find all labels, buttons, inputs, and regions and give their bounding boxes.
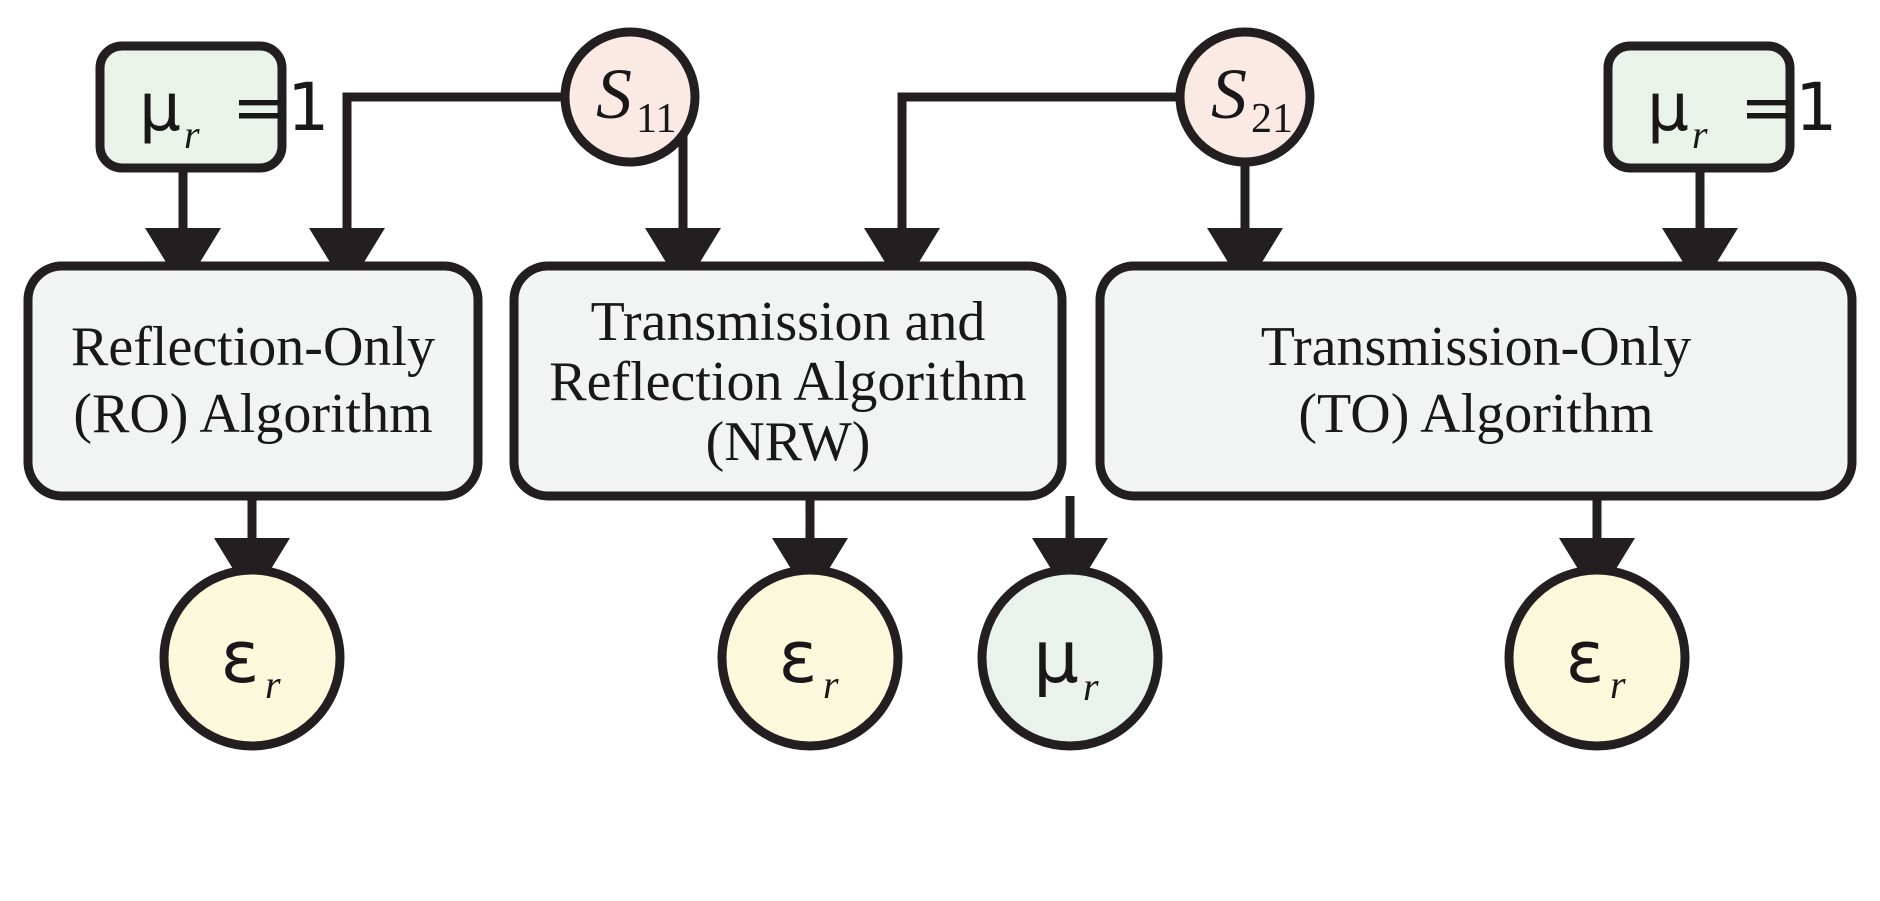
- mu-nrw-symbol: μ: [1033, 615, 1079, 699]
- ro-box[interactable]: [23, 261, 483, 501]
- mu-right-symbol: μ: [1647, 69, 1689, 146]
- eps-ro-symbol: ε: [221, 615, 260, 699]
- mu-left-box[interactable]: [95, 41, 287, 173]
- mu-right-box[interactable]: [1603, 41, 1795, 173]
- ro-line-2: (RO) Algorithm: [73, 383, 432, 445]
- mu-nrw-subscript: r: [1083, 664, 1099, 709]
- eps-nrw-subscript: r: [823, 662, 839, 707]
- s11-symbol: S: [596, 54, 632, 134]
- node-mu-r-output-nrw[interactable]: μ r: [977, 565, 1163, 751]
- node-epsilon-r-output-ro[interactable]: ε r: [159, 565, 345, 751]
- node-mu-r-equals-one-left[interactable]: μ r =1: [95, 41, 329, 173]
- connector-nrw-to-epsilon: [772, 496, 848, 600]
- eps-nrw-symbol: ε: [779, 615, 818, 699]
- node-transmission-and-reflection-algorithm[interactable]: Transmission and Reflection Algorithm (N…: [509, 261, 1067, 501]
- s11-subscript: 11: [636, 96, 676, 142]
- node-reflection-only-algorithm[interactable]: Reflection-Only (RO) Algorithm: [23, 261, 483, 501]
- node-transmission-only-algorithm[interactable]: Transmission-Only (TO) Algorithm: [1095, 261, 1857, 501]
- nrw-line-3: (NRW): [706, 411, 871, 473]
- connector-ro-to-epsilon: [214, 496, 290, 600]
- mu-left-symbol: μ: [139, 69, 181, 146]
- node-epsilon-r-output-to[interactable]: ε r: [1504, 565, 1690, 751]
- connector-nrw-to-mu: [1032, 496, 1108, 600]
- mu-right-suffix: =1: [1740, 69, 1837, 146]
- to-line-1: Transmission-Only: [1261, 316, 1691, 378]
- node-mu-r-equals-one-right[interactable]: μ r =1: [1603, 41, 1837, 173]
- to-line-2: (TO) Algorithm: [1298, 383, 1653, 445]
- node-epsilon-r-output-nrw[interactable]: ε r: [717, 565, 903, 751]
- connector-mu-right-to-to: [1662, 168, 1738, 290]
- nrw-box[interactable]: [509, 261, 1067, 501]
- eps-ro-subscript: r: [265, 662, 281, 707]
- nrw-line-2: Reflection Algorithm: [549, 351, 1026, 413]
- connector-s21-to-nrw: [864, 92, 1180, 290]
- s21-circle[interactable]: [1175, 27, 1315, 167]
- connector-mu-left-to-ro: [145, 168, 221, 290]
- node-s21[interactable]: S 21: [1175, 27, 1315, 167]
- mu-left-suffix: =1: [232, 69, 329, 146]
- s21-subscript: 21: [1251, 96, 1293, 142]
- mu-nrw-circle[interactable]: [977, 565, 1163, 751]
- nrw-line-1: Transmission and: [591, 291, 986, 353]
- eps-ro-circle[interactable]: [159, 565, 345, 751]
- eps-to-subscript: r: [1610, 662, 1626, 707]
- node-s11[interactable]: S 11: [560, 27, 700, 167]
- mu-right-subscript: r: [1692, 112, 1708, 157]
- mu-left-subscript: r: [184, 112, 200, 157]
- to-box[interactable]: [1095, 261, 1857, 501]
- eps-nrw-circle[interactable]: [717, 565, 903, 751]
- s11-circle[interactable]: [560, 27, 700, 167]
- s21-symbol: S: [1211, 54, 1247, 134]
- eps-to-circle[interactable]: [1504, 565, 1690, 751]
- connector-s11-to-ro: [309, 92, 565, 290]
- eps-to-symbol: ε: [1566, 615, 1605, 699]
- connector-to-to-epsilon: [1559, 496, 1635, 600]
- ro-line-1: Reflection-Only: [71, 316, 435, 378]
